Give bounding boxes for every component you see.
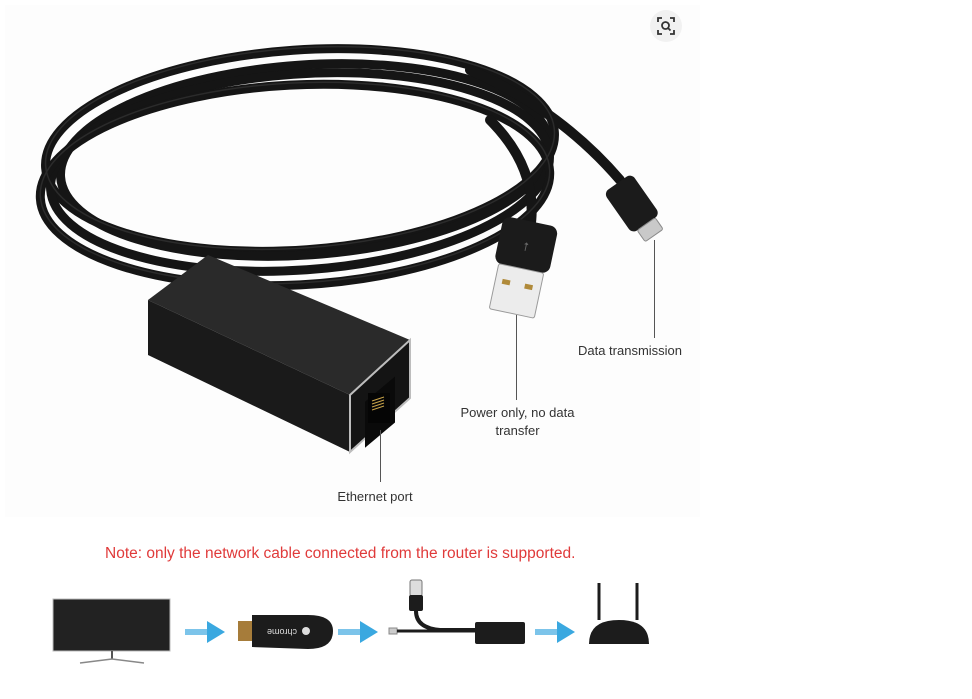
label-data-transmission: Data transmission [577,343,683,358]
power-only-leader [516,315,517,400]
cable-illustration: ⭡ [35,44,663,455]
ethernet-adapter-icon [388,579,525,644]
chromecast-brand-text: chrome [267,627,297,637]
flow-arrow-icon [535,621,575,643]
svg-text:⭡: ⭡ [522,239,531,254]
label-power-only-line1: Power only, no data [460,405,575,420]
support-note: Note: only the network cable connected f… [105,545,576,562]
label-power-only: Power only, no data transfer [450,404,585,440]
monitor-icon [52,598,171,664]
product-photo: ⭡ [5,5,700,517]
data-transmission-leader [654,240,655,338]
flow-arrow-icon [185,621,225,643]
router-icon [589,583,649,644]
ethernet-port-leader [380,430,381,482]
label-power-only-line2: transfer [495,423,540,438]
label-ethernet-port: Ethernet port [337,489,413,504]
visual-search-button[interactable] [650,10,682,42]
connection-flow-diagram: chrome [0,575,705,675]
product-image: ⭡ Data transmission Power only, [0,5,705,675]
flow-arrow-icon [338,621,378,643]
lens-search-icon [657,17,675,35]
chromecast-dongle-icon: chrome [238,615,333,649]
